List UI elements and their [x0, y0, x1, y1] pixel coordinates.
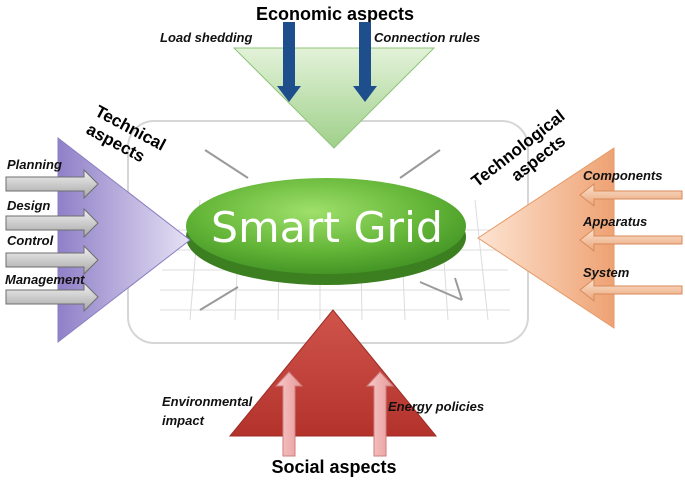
arrow-down-icon — [277, 22, 301, 102]
arrow-down-icon — [353, 22, 377, 102]
arrow-left-icon — [579, 182, 683, 208]
arrow-up-icon — [365, 371, 395, 457]
smart-grid-title: Smart Grid — [211, 203, 443, 252]
grid-rays — [199, 149, 463, 311]
social-input-impact: impact — [162, 413, 205, 428]
social-input-environmental: Environmental — [162, 394, 253, 409]
arrow-left-icon — [579, 227, 683, 253]
technical-input-planning: Planning — [7, 157, 62, 172]
technical-input-management: Management — [5, 272, 85, 287]
technological-inputs: Components Apparatus System — [579, 168, 683, 303]
technical-input-design: Design — [7, 198, 50, 213]
arrow-right-icon — [5, 168, 99, 200]
technical-inputs: Planning Design Control Management — [5, 157, 99, 313]
smart-grid-ellipse — [186, 178, 466, 274]
arrow-right-icon — [5, 244, 99, 276]
economic-input-connection-rules: Connection rules — [374, 30, 480, 45]
technological-input-system: System — [583, 265, 630, 280]
technological-input-components: Components — [583, 168, 662, 183]
arrow-up-icon — [274, 371, 304, 457]
arrow-left-icon — [579, 277, 683, 303]
technological-input-apparatus: Apparatus — [582, 214, 647, 229]
economic-title: Economic aspects — [256, 4, 414, 24]
arrow-right-icon — [5, 207, 99, 239]
social-title: Social aspects — [271, 457, 396, 477]
social-input-energy-policies: Energy policies — [388, 399, 484, 414]
arrow-right-icon — [5, 281, 99, 313]
technical-input-control: Control — [7, 233, 54, 248]
economic-input-load-shedding: Load shedding — [160, 30, 253, 45]
